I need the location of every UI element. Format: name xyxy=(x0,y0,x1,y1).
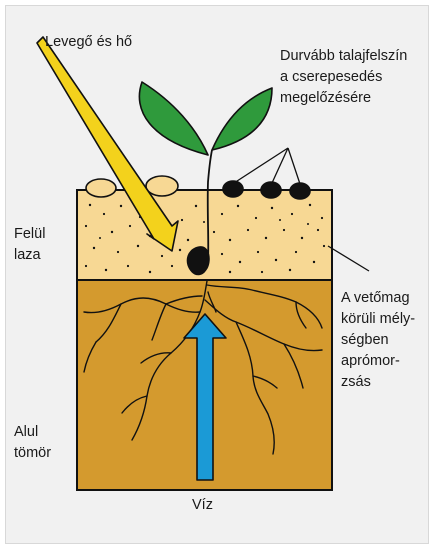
dark-clod xyxy=(261,182,281,198)
light-clod xyxy=(146,176,178,196)
seed-depth-line-1: A vetőmag xyxy=(341,288,415,309)
light-clod xyxy=(86,179,116,197)
bottom-firm-line-2: tömör xyxy=(14,443,51,464)
water-label: Víz xyxy=(192,495,213,516)
top-loose-line-1: Felül xyxy=(14,224,45,245)
coarse-surface-label: Durvább talajfelszín a cserepesedés mege… xyxy=(280,46,407,109)
surface-pointer-lines xyxy=(234,148,300,184)
top-loose-label: Felül laza xyxy=(14,224,45,266)
left-leaf xyxy=(139,82,208,155)
seed-depth-pointer-line xyxy=(328,246,369,271)
air-heat-label: Levegő és hő xyxy=(45,32,132,53)
right-leaf xyxy=(212,88,272,150)
seed-depth-line-3: ségben xyxy=(341,330,415,351)
coarse-surface-line-3: megelőzésére xyxy=(280,88,407,109)
dark-clod xyxy=(223,181,243,197)
seed-depth-label: A vetőmag körüli mély- ségben aprómor- z… xyxy=(341,288,415,393)
seed-depth-line-4: aprómor- xyxy=(341,351,415,372)
coarse-surface-line-2: a cserepesedés xyxy=(280,67,407,88)
seed-depth-line-2: körüli mély- xyxy=(341,309,415,330)
seed-icon xyxy=(187,247,209,275)
seed-depth-line-5: zsás xyxy=(341,372,415,393)
bottom-firm-line-1: Alul xyxy=(14,422,51,443)
dark-clod xyxy=(290,183,310,199)
bottom-firm-label: Alul tömör xyxy=(14,422,51,464)
top-loose-line-2: laza xyxy=(14,245,45,266)
coarse-surface-line-1: Durvább talajfelszín xyxy=(280,46,407,67)
